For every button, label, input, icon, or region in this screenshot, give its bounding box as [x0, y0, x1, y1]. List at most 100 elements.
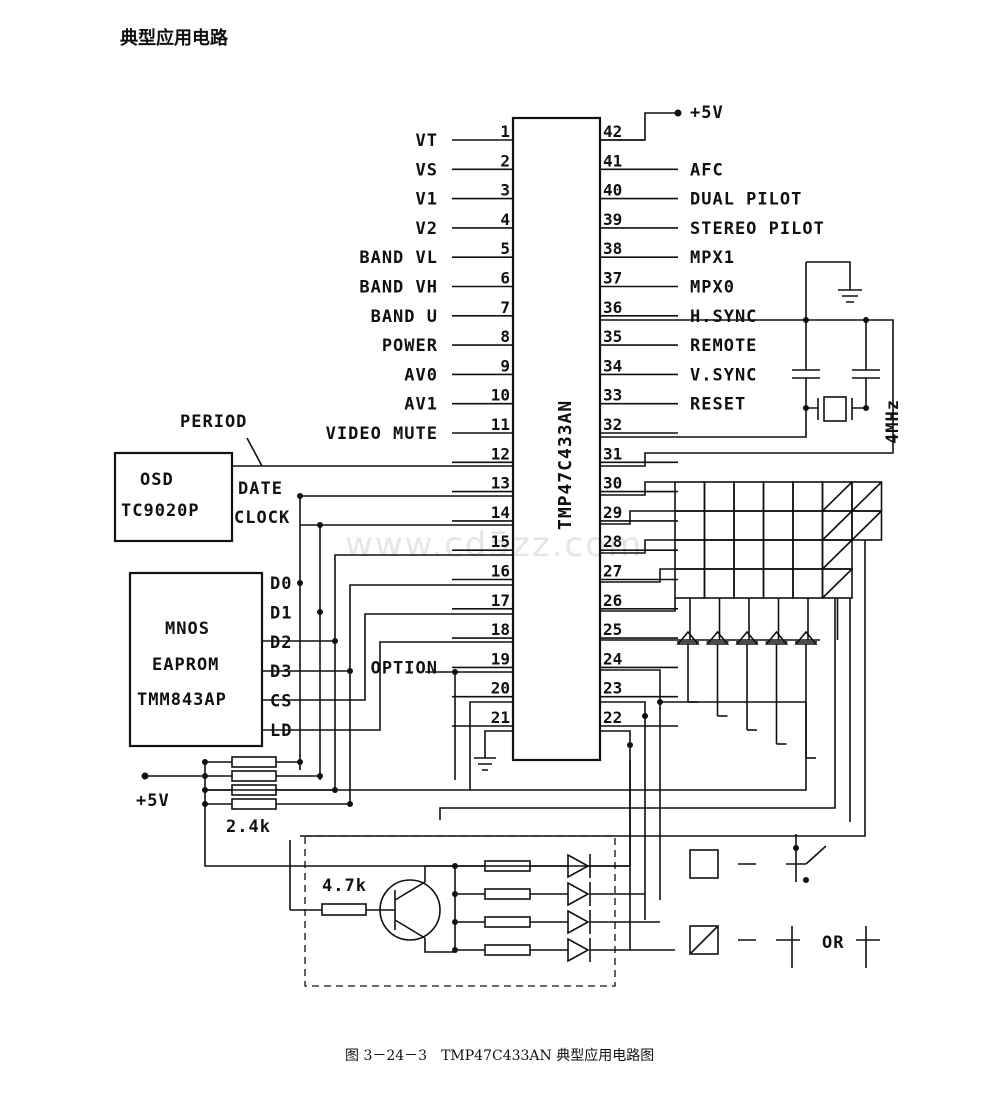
right-pin-number: 37	[603, 269, 622, 288]
period-label: PERIOD	[180, 412, 247, 432]
left-pin-1: 1 VT	[416, 122, 513, 151]
bus-d2-wire	[262, 554, 513, 642]
left-pin-number: 18	[491, 620, 510, 639]
matrix-cell	[792, 510, 824, 541]
right-pin-label: H.SYNC	[690, 307, 757, 327]
right-pin-number: 31	[603, 444, 622, 463]
key-matrix	[300, 481, 883, 837]
left-pin-number: 8	[500, 327, 510, 346]
matrix-cell	[703, 568, 735, 599]
right-pin-number: 30	[603, 474, 622, 493]
supply-label-top: +5V	[690, 103, 724, 123]
right-pin-number: 26	[603, 591, 622, 610]
matrix-cell	[703, 510, 735, 541]
right-pin-25: 25	[600, 620, 678, 639]
left-pin-20: 20	[452, 679, 513, 698]
matrix-cell	[821, 481, 853, 512]
pin42-supply-wire	[600, 112, 676, 141]
right-pin-number: 35	[603, 327, 622, 346]
crystal-label: 4MHz	[883, 399, 903, 444]
pull-up-resistor	[202, 770, 323, 782]
left-pin-19: 19 OPTION	[371, 649, 513, 678]
right-pin-number: 41	[603, 151, 622, 170]
legend-or-lines	[776, 926, 880, 968]
node-d1	[317, 522, 323, 528]
left-pin-number: 7	[500, 298, 510, 317]
ground-symbol-left	[474, 757, 496, 771]
left-pin-number: 10	[491, 386, 510, 405]
right-pin-number: 39	[603, 210, 622, 229]
led-diode	[705, 630, 730, 717]
right-pin-number: 25	[603, 620, 622, 639]
right-pin-label: DUAL PILOT	[690, 190, 802, 210]
pin28-wire	[600, 539, 675, 554]
matrix-cell	[703, 539, 735, 570]
crystal-leads	[806, 398, 866, 420]
left-pin-3: 3V1	[416, 181, 513, 210]
node-d0b	[297, 580, 303, 586]
right-pin-31: 31	[600, 444, 678, 463]
matrix-cell	[821, 539, 853, 570]
left-pin-number: 11	[491, 415, 510, 434]
left-pin-number: 1	[500, 122, 510, 141]
right-pin-23: 23	[600, 679, 678, 698]
right-pin-number: 22	[603, 708, 622, 727]
left-pin-18: 18	[452, 620, 513, 639]
resistor-pack-label: 2.4k	[226, 817, 271, 837]
matrix-cell	[733, 481, 765, 512]
matrix-cell	[762, 510, 794, 541]
legend-switch	[786, 834, 827, 882]
left-pin-number: 3	[500, 181, 510, 200]
eeprom-pin-d2: D2	[270, 633, 292, 653]
right-pin-30: 30	[600, 474, 678, 493]
left-pin-number: 4	[500, 210, 510, 229]
right-pin-number: 34	[603, 356, 622, 375]
matrix-cell	[792, 481, 824, 512]
eeprom-chip	[128, 571, 264, 748]
matrix-cell	[792, 568, 824, 599]
base-resistor-label: 4.7k	[322, 876, 367, 896]
supply-node-top	[674, 109, 682, 117]
left-pin-label: OPTION	[371, 658, 438, 678]
right-pin-number: 24	[603, 649, 622, 668]
transistor-symbol	[394, 865, 455, 953]
left-pin-label: BAND U	[371, 307, 438, 327]
resistor-pack	[202, 756, 353, 810]
left-pin-label: VT	[416, 131, 438, 151]
pin22-wire	[600, 730, 631, 950]
driver-module-outline	[304, 835, 616, 987]
left-pin-17: 17	[452, 591, 513, 610]
legend-switch-node1	[793, 845, 799, 851]
eeprom-line2: EAPROM	[152, 655, 219, 675]
left-pin-15: 15	[452, 532, 513, 551]
eeprom-pin-d1: D1	[270, 603, 292, 623]
left-pin-14: 14	[452, 503, 513, 522]
node-crystal-l	[803, 405, 809, 411]
matrix-cell	[821, 510, 853, 541]
right-pin-number: 38	[603, 239, 622, 258]
right-pin-number: 23	[603, 679, 622, 698]
legend-or-label: OR	[822, 933, 844, 953]
node-d2	[332, 638, 338, 644]
period-leader	[246, 437, 263, 467]
pin21-ground-wire	[484, 730, 513, 758]
pin30-wire	[600, 481, 675, 496]
eeprom-pin-d3: D3	[270, 662, 292, 682]
matrix-cell	[733, 539, 765, 570]
crystal-body	[823, 396, 847, 422]
right-pin-32: 32	[600, 415, 678, 434]
node-p23	[642, 713, 648, 719]
right-pin-26: 26	[600, 591, 678, 610]
right-pin-label: MPX1	[690, 248, 735, 268]
node-hsync	[803, 317, 809, 323]
left-pin-number: 19	[491, 649, 510, 668]
